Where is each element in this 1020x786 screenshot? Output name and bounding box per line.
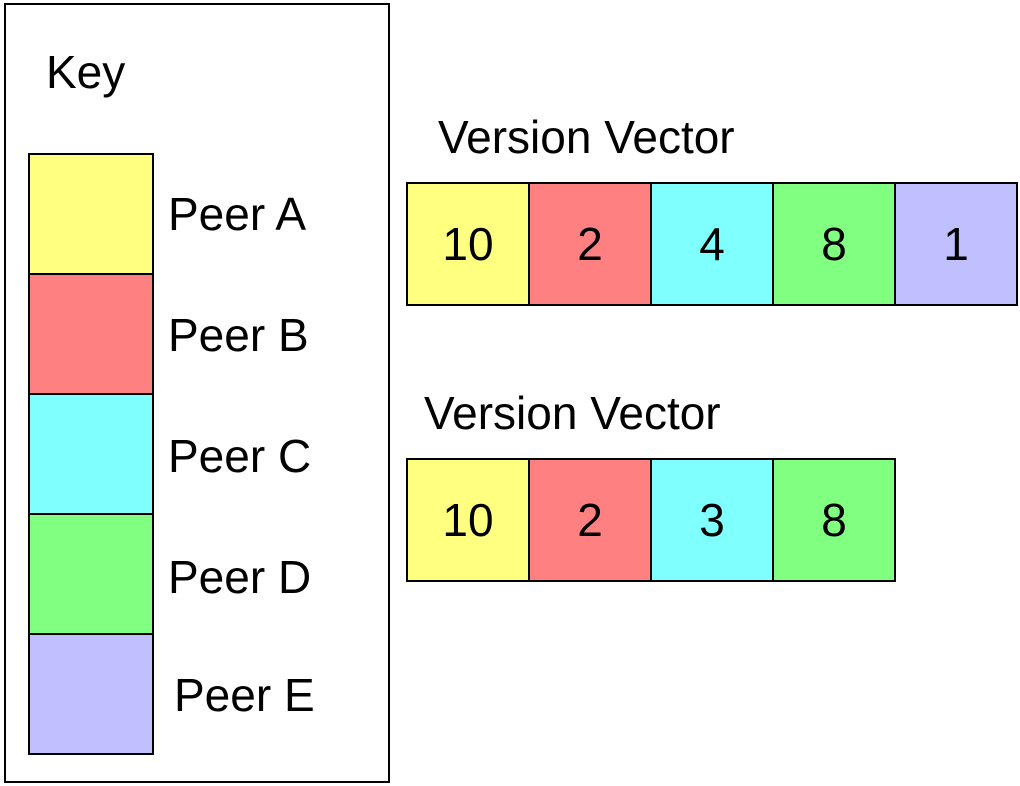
swatch-peer-d <box>28 513 154 635</box>
vv1-cell-peer-d: 8 <box>772 182 896 306</box>
version-vector-1-title: Version Vector <box>438 111 735 163</box>
key-title: Key <box>46 46 126 98</box>
vv2-cell-peer-a: 10 <box>406 458 530 582</box>
vv2-cell-peer-c: 3 <box>650 458 774 582</box>
vv2-cell-peer-d: 8 <box>772 458 896 582</box>
vv2-cell-peer-b: 2 <box>528 458 652 582</box>
label-peer-a: Peer A <box>168 188 307 240</box>
version-vector-1: 10 2 4 8 1 <box>406 182 1018 306</box>
label-peer-d: Peer D <box>168 551 312 603</box>
swatch-peer-e <box>28 633 154 755</box>
key-legend: Key Peer A Peer B Peer C Peer D Peer E <box>4 3 390 783</box>
vv1-cell-peer-c: 4 <box>650 182 774 306</box>
vv1-cell-peer-e: 1 <box>894 182 1018 306</box>
label-peer-c: Peer C <box>168 430 312 482</box>
version-vector-2: 10 2 3 8 <box>406 458 896 582</box>
key-swatch-column <box>28 153 154 755</box>
vv1-cell-peer-a: 10 <box>406 182 530 306</box>
swatch-peer-b <box>28 273 154 395</box>
swatch-peer-a <box>28 153 154 275</box>
label-peer-e: Peer E <box>174 669 315 721</box>
vv1-cell-peer-b: 2 <box>528 182 652 306</box>
version-vector-2-title: Version Vector <box>424 387 721 439</box>
swatch-peer-c <box>28 393 154 515</box>
label-peer-b: Peer B <box>168 309 309 361</box>
